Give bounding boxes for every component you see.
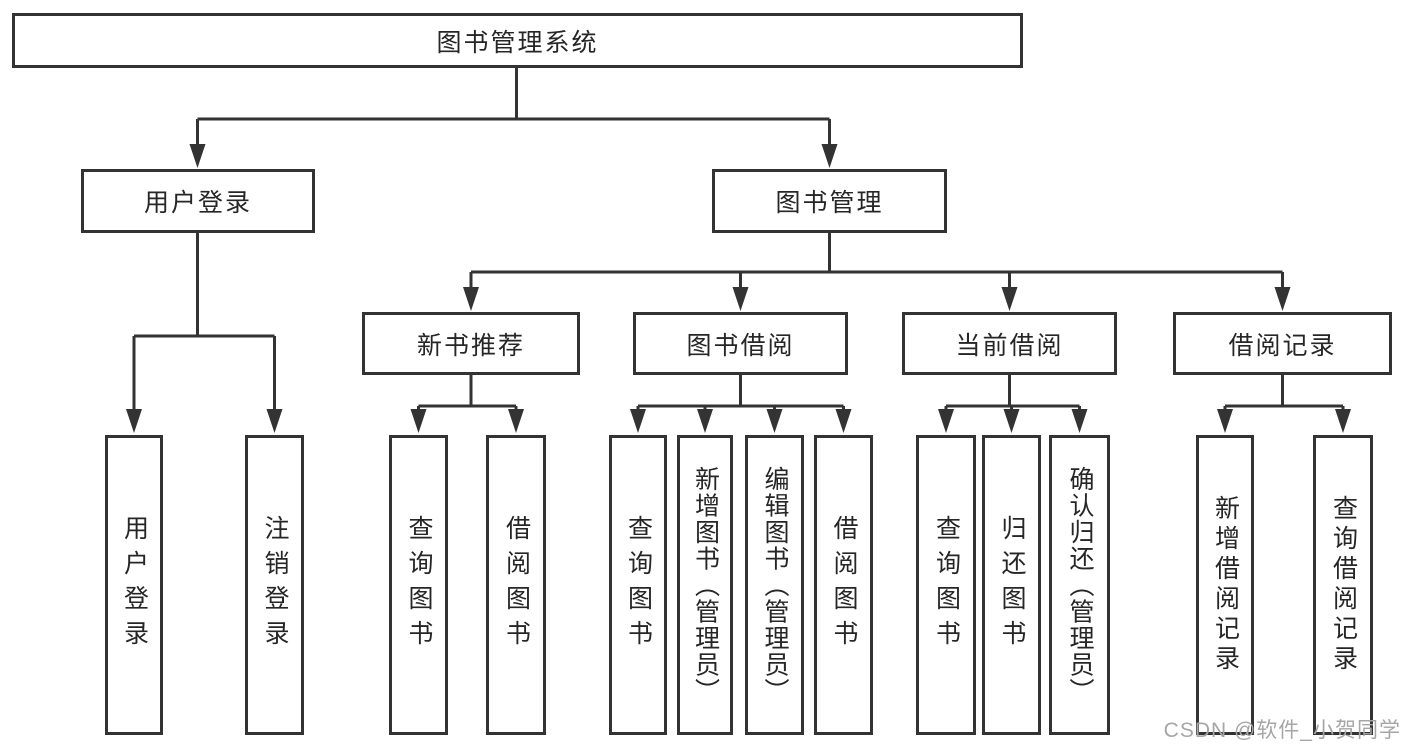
leaf-borrow-books-2: 借阅图书: [814, 435, 873, 735]
arrowhead: [1071, 409, 1088, 433]
leaf-confirm-return-admin-label: 确认归还（管理员）: [1066, 465, 1094, 705]
arrowhead: [821, 144, 838, 168]
connector-new-book-children: [417, 375, 518, 415]
leaf-user-login-label: 用户登录: [120, 515, 149, 655]
node-book-management: 图书管理: [712, 169, 947, 233]
arrowhead: [697, 409, 713, 433]
leaf-return-books: 归还图书: [982, 435, 1041, 735]
node-new-book-recommend: 新书推荐: [362, 312, 580, 375]
connector-book-management-children: [469, 233, 1284, 295]
node-root-label: 图书管理系统: [436, 28, 599, 57]
arrowhead: [1335, 409, 1351, 433]
connector-root-to-level2: [196, 68, 831, 150]
leaf-add-book-admin: 新增图书（管理员）: [677, 435, 733, 735]
arrowhead: [1001, 287, 1018, 311]
arrowhead: [463, 287, 479, 311]
leaf-query-books-2-label: 查询图书: [624, 515, 653, 655]
leaf-add-borrow-record: 新增借阅记录: [1196, 435, 1254, 735]
leaf-logout: 注销登录: [245, 435, 304, 735]
leaf-borrow-books-2-label: 借阅图书: [830, 515, 858, 655]
leaf-query-borrow-record: 查询借阅记录: [1313, 435, 1373, 735]
leaf-confirm-return-admin: 确认归还（管理员）: [1049, 435, 1110, 735]
arrowhead: [1274, 287, 1291, 311]
connector-borrow-records-children: [1223, 375, 1345, 415]
node-book-borrow: 图书借阅: [633, 312, 848, 375]
node-root: 图书管理系统: [12, 13, 1023, 68]
node-user-login: 用户登录: [81, 169, 315, 233]
leaf-edit-book-admin: 编辑图书（管理员）: [745, 435, 804, 735]
leaf-add-borrow-record-label: 新增借阅记录: [1211, 495, 1240, 675]
arrowheads: [126, 144, 1351, 433]
leaf-edit-book-admin-label: 编辑图书（管理员）: [761, 465, 789, 705]
arrowhead: [266, 409, 283, 433]
arrowhead: [1217, 409, 1233, 433]
watermark-text: CSDN @软件_小贺同学: [1163, 719, 1401, 742]
node-current-borrow: 当前借阅: [902, 312, 1117, 375]
arrowhead: [189, 144, 206, 168]
connector-book-borrow-children: [636, 375, 845, 415]
leaf-query-books-3-label: 查询图书: [932, 515, 961, 655]
arrowhead: [630, 409, 646, 433]
arrowhead: [508, 409, 524, 433]
leaf-user-login: 用户登录: [105, 435, 163, 735]
node-borrow-records: 借阅记录: [1173, 312, 1392, 375]
leaf-query-borrow-record-label: 查询借阅记录: [1329, 495, 1358, 675]
leaf-query-books-1-label: 查询图书: [405, 515, 433, 655]
leaf-query-books-2: 查询图书: [609, 435, 667, 735]
node-user-login-label: 用户登录: [143, 189, 252, 217]
node-new-book-recommend-label: 新书推荐: [416, 331, 525, 360]
node-borrow-records-label: 借阅记录: [1228, 331, 1337, 360]
leaf-borrow-books-1: 借阅图书: [486, 435, 546, 735]
arrowhead: [732, 287, 749, 311]
node-book-borrow-label: 图书借阅: [686, 331, 795, 360]
arrowhead: [126, 409, 142, 433]
arrowhead: [938, 409, 954, 433]
leaf-borrow-books-1-label: 借阅图书: [502, 515, 531, 655]
arrowhead: [410, 409, 427, 433]
leaf-logout-label: 注销登录: [261, 515, 289, 655]
arrowhead: [835, 409, 852, 433]
arrowhead: [1003, 409, 1020, 433]
leaf-query-books-1: 查询图书: [389, 435, 448, 735]
leaf-add-book-admin-label: 新增图书（管理员）: [691, 465, 720, 705]
node-book-management-label: 图书管理: [775, 189, 884, 217]
leaf-query-books-3: 查询图书: [916, 435, 976, 735]
leaf-return-books-label: 归还图书: [998, 515, 1026, 655]
arrowhead: [766, 409, 783, 433]
connector-user-login-children: [132, 233, 276, 415]
node-current-borrow-label: 当前借阅: [955, 331, 1064, 360]
connector-lines: [132, 68, 1345, 415]
